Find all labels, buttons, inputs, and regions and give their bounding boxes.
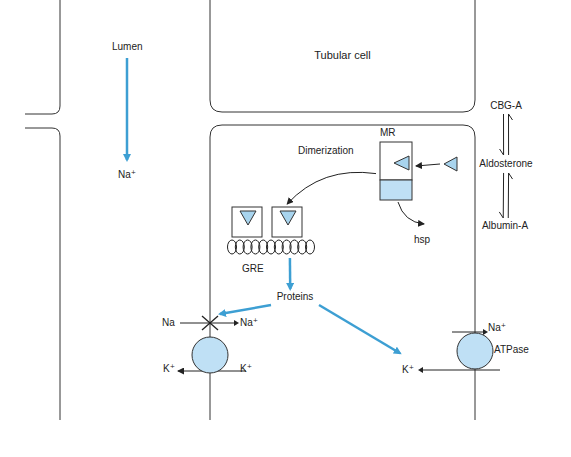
node-text: Albumin-A	[468, 219, 542, 233]
bound-hormone	[240, 211, 256, 225]
proteins: Proteins	[265, 289, 325, 305]
node-text: K⁺	[402, 363, 414, 377]
gre-complex: GRE	[226, 204, 316, 258]
connector	[416, 164, 440, 166]
sodium-out-line	[452, 332, 484, 333]
connector-line	[319, 305, 400, 353]
hsp-release-arrow	[398, 202, 424, 224]
dna-coil	[306, 240, 315, 254]
node-text: MR	[380, 126, 396, 140]
upper-cell-outline	[210, 0, 475, 112]
tubular-cell: Tubular cell	[210, 0, 475, 112]
node-text: Proteins	[265, 290, 325, 304]
pump-symbol	[192, 337, 228, 373]
ion-label: K⁺	[240, 362, 252, 376]
connector-line	[287, 172, 376, 204]
gre-complex-shape	[226, 204, 316, 258]
binding-protein: CBG-A	[478, 98, 534, 114]
hsp-box	[380, 180, 412, 200]
connector	[287, 172, 376, 204]
bound-hormone	[394, 156, 409, 170]
lower-cell-outline	[210, 125, 475, 420]
receptor-box	[380, 142, 412, 180]
ion-label: Na⁺	[118, 168, 136, 182]
connector-line	[416, 164, 440, 166]
connector	[500, 114, 513, 155]
node-text: Na⁺	[240, 316, 258, 330]
arrow-head	[418, 367, 423, 373]
node-text: Tubular cell	[210, 48, 475, 62]
sodium-flow-arrow	[126, 58, 129, 160]
receptor-box	[272, 207, 302, 237]
bound-hormone	[280, 211, 296, 225]
connector	[289, 258, 290, 289]
equilibrium-arrow	[508, 173, 512, 218]
receptor-box	[232, 207, 262, 237]
lumen-membrane	[25, 0, 60, 420]
pump-symbol	[457, 333, 493, 369]
channel-flow-line	[180, 323, 234, 324]
node-text: GRE	[242, 262, 264, 276]
potassium-in-line	[422, 370, 500, 371]
receptor-shape	[376, 128, 416, 204]
protein-label: hsp	[414, 233, 430, 247]
channel-symbol	[202, 316, 218, 330]
node-text: CBG-A	[478, 99, 534, 113]
equilibrium-arrow	[499, 173, 503, 218]
binding-protein: Albumin-A	[468, 218, 542, 234]
receptor: MR	[376, 128, 416, 204]
hormone: Aldosterone	[440, 155, 552, 173]
equilibrium-arrow	[509, 114, 513, 155]
region-label: Lumen	[112, 40, 143, 54]
arrow-head	[234, 320, 239, 326]
connector	[499, 173, 512, 218]
arrow-head	[483, 329, 488, 335]
edge-label: Dimerization	[298, 144, 354, 158]
connector	[220, 305, 271, 314]
hormone-triangle	[444, 157, 457, 171]
node-text: Na	[162, 316, 175, 330]
ion-label: K⁺	[163, 362, 175, 376]
node-text: Na⁺	[488, 321, 506, 335]
connector-line	[289, 258, 292, 289]
connector	[319, 305, 400, 353]
equilibrium-arrow	[500, 114, 504, 155]
connector-line	[220, 305, 271, 314]
channel-symbol	[202, 316, 218, 330]
sodium-channel: Na Na⁺	[160, 314, 260, 332]
atpase-pump: Na⁺ ATPaseK⁺	[400, 318, 550, 382]
node-text: ATPase	[494, 343, 529, 357]
node-text: Aldosterone	[465, 157, 547, 171]
